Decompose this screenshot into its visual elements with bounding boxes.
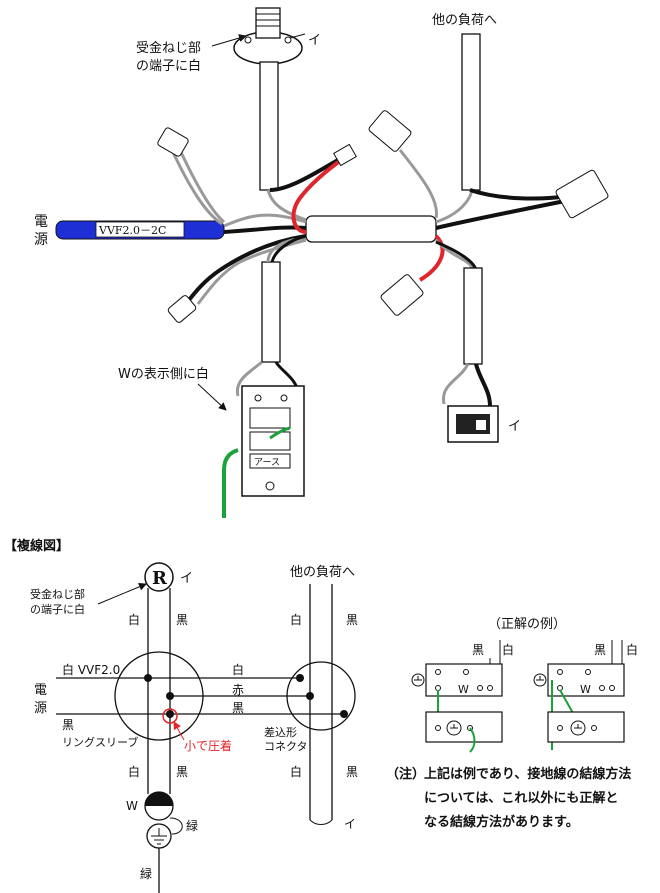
wiring-lamp-note-1: 受金ねじ部 bbox=[30, 587, 85, 601]
note-line-3: なる結線方法があります。 bbox=[424, 814, 579, 830]
wiring-power-1: 電 bbox=[34, 683, 47, 698]
cable-label: VVF2.0－2C bbox=[98, 224, 166, 237]
green-label-2: 緑 bbox=[140, 866, 152, 881]
outlet-note: Wの表示側に白 bbox=[118, 366, 209, 382]
note-line-1: 上記は例であり、接地線の結線方法 bbox=[424, 766, 631, 782]
switch-illustration bbox=[447, 405, 499, 443]
ex1-black: 黒 bbox=[472, 643, 484, 657]
wiring-lamp-note-2: の端子に白 bbox=[30, 602, 85, 616]
lamp-black-label: 黒 bbox=[176, 613, 188, 627]
ring-sleeve-label: リングスリーブ bbox=[62, 735, 138, 749]
ex2-w: W bbox=[580, 683, 591, 696]
green-label-1: 緑 bbox=[186, 818, 198, 833]
line-black-label: 黒 bbox=[232, 701, 244, 715]
wiring-other-load: 他の負荷へ bbox=[290, 565, 355, 580]
vvf-label: 白 VVF2.0 bbox=[62, 662, 120, 677]
example-title: （正解の例） bbox=[488, 617, 566, 632]
note-prefix: （注） bbox=[386, 766, 425, 782]
line-red-label: 赤 bbox=[232, 683, 244, 697]
lamp-symbol: R bbox=[152, 568, 168, 589]
wiring-power-2: 源 bbox=[34, 701, 47, 716]
wiring-switch-label: イ bbox=[344, 817, 356, 831]
small-crimp-label: 小で圧着 bbox=[184, 738, 232, 753]
switch-label: イ bbox=[508, 419, 521, 434]
note-line-2: については、これ以外にも正解と bbox=[424, 790, 618, 806]
outlet-white-label: 白 bbox=[128, 764, 140, 779]
lamp-symbol-circle bbox=[144, 562, 174, 592]
switch-white-label: 白 bbox=[290, 764, 302, 779]
wiring-diagram: R イ 受金ねじ部 の端子に白 白 黒 白 VVF2.0 白 赤 黒 電 源 黒… bbox=[30, 562, 358, 893]
ex2-white: 白 bbox=[626, 642, 638, 657]
ex1-white: 白 bbox=[502, 642, 514, 657]
section-title: 【複線図】 bbox=[4, 538, 69, 554]
correct-example: （正解の例） 黒 白 W 黒 白 W bbox=[386, 617, 638, 830]
switch-black-label: 黒 bbox=[346, 765, 358, 779]
other-white-label: 白 bbox=[290, 612, 302, 627]
earth-label: アース bbox=[254, 458, 280, 468]
ex1-w: W bbox=[458, 683, 469, 696]
lamp-note-line1: 受金ねじ部 bbox=[136, 40, 201, 56]
connector-label-1: 差込形 bbox=[264, 725, 297, 739]
outlet-black-label: 黒 bbox=[176, 765, 188, 779]
w-label: W bbox=[126, 799, 138, 813]
lamp-label: イ bbox=[308, 33, 321, 48]
other-load-label: 他の負荷へ bbox=[432, 13, 497, 28]
lamp-note-line2: の端子に白 bbox=[136, 58, 201, 74]
power-label-2: 源 bbox=[34, 232, 48, 248]
other-black-label: 黒 bbox=[346, 613, 358, 627]
lamp-receptacle bbox=[233, 7, 303, 65]
power-label-1: 電 bbox=[34, 214, 48, 230]
lamp-white-label: 白 bbox=[128, 612, 140, 627]
wiring-lamp-label: イ bbox=[180, 571, 193, 586]
left-black-label: 黒 bbox=[62, 718, 74, 732]
outlet-illustration: アース bbox=[241, 385, 305, 497]
ex2-black: 黒 bbox=[594, 643, 606, 657]
connector-label-2: コネクタ bbox=[264, 740, 308, 753]
assembly-illustration: 受金ねじ部 の端子に白 イ 他の負荷へ VVF2.0－2C 電 源 bbox=[34, 7, 609, 518]
line-white-label: 白 bbox=[232, 662, 244, 677]
